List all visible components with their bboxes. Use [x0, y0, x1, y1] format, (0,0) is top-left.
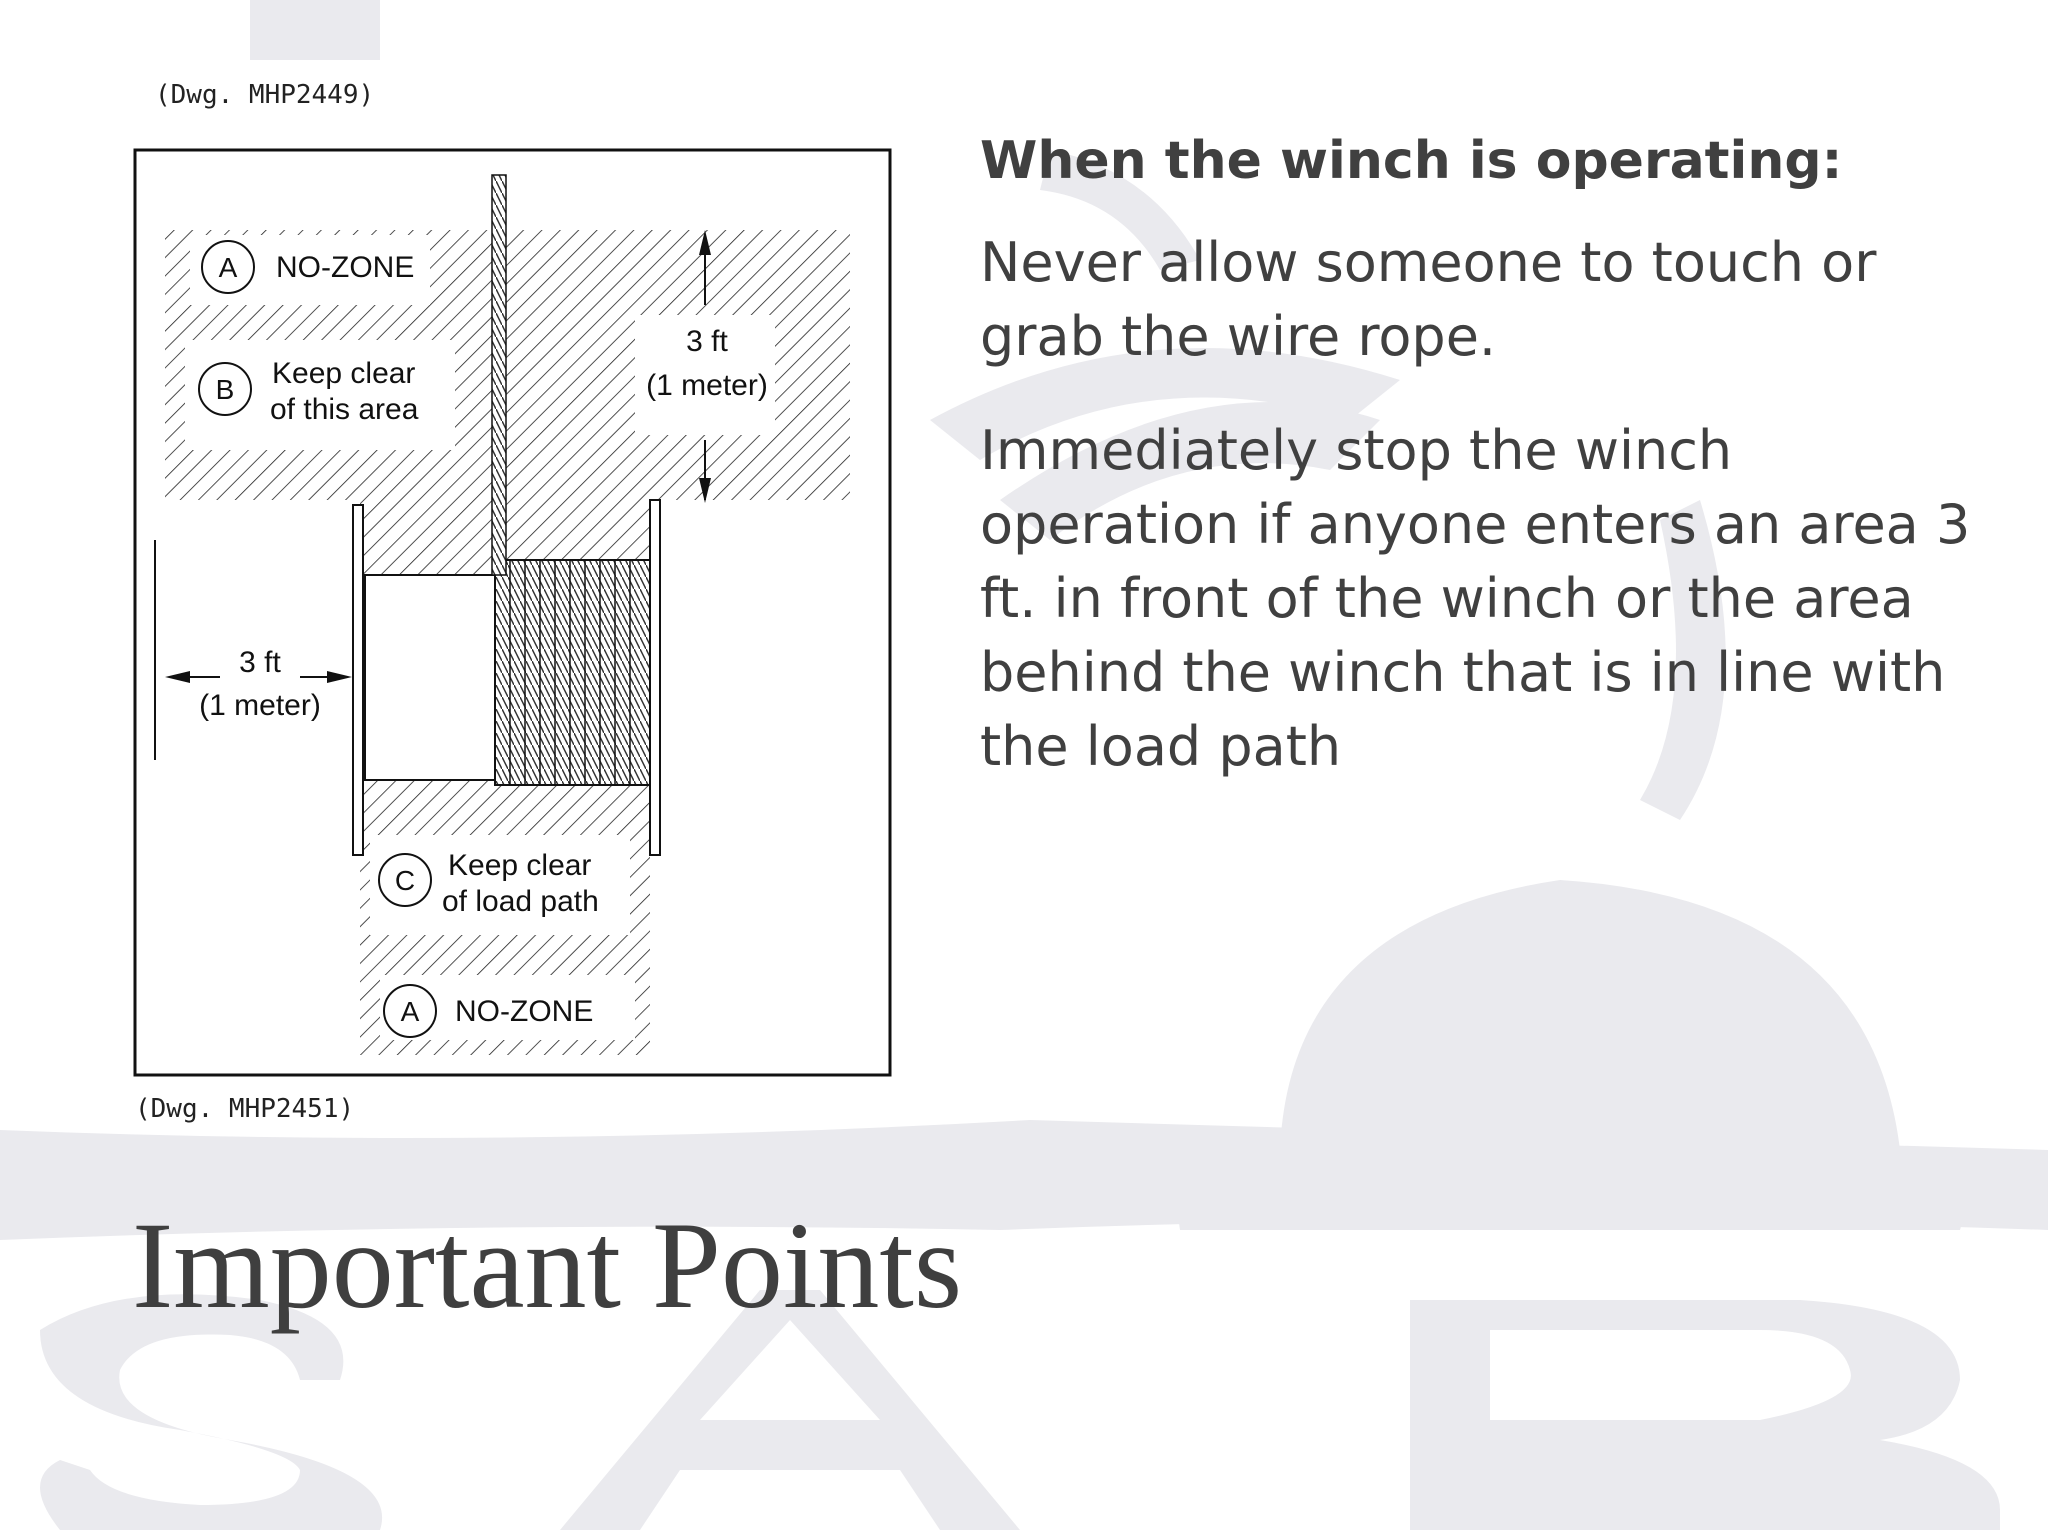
wire-rope [491, 174, 507, 576]
down-arrowhead [699, 478, 711, 503]
top-distance-line1: 3 ft [686, 325, 728, 358]
left-arrowhead [165, 671, 190, 683]
instruction-paragraph-2: Immediately stop the winch operation if … [980, 419, 1971, 779]
up-arrowhead [699, 230, 711, 255]
keep-clear-area-line2: of this area [270, 393, 419, 426]
keep-clear-path-line2: of load path [442, 885, 599, 918]
left-distance-line1: 3 ft [239, 646, 281, 679]
no-zone-top-label: NO-ZONE [276, 251, 414, 284]
drawing-reference-top: (Dwg. MHP2449) [155, 80, 375, 110]
instruction-paragraph-1: Never allow someone to touch or grab the… [980, 231, 1877, 369]
circle-c [378, 853, 432, 907]
left-flange [352, 504, 364, 856]
circle-a-top-label: A [219, 252, 238, 283]
right-flange [649, 499, 661, 856]
instructions-panel: When the winch is operating: Never allow… [980, 130, 1990, 824]
drawing-reference-bottom: (Dwg. MHP2451) [135, 1094, 355, 1124]
instructions-heading: When the winch is operating: [980, 131, 1843, 191]
keep-clear-path-line1: Keep clear [448, 849, 591, 882]
wound-rope [494, 559, 651, 786]
slide-title: Important Points [132, 1197, 963, 1334]
circle-b-label: B [216, 374, 235, 405]
no-zone-bottom-label: NO-ZONE [455, 995, 593, 1028]
circle-a-bottom [383, 984, 437, 1038]
left-distance-line2: (1 meter) [199, 689, 321, 722]
rope-coils [509, 560, 631, 785]
top-distance-line2: (1 meter) [646, 369, 768, 402]
circle-a-bottom-label: A [401, 996, 420, 1027]
winch-safety-zone-diagram: A B C A NO-ZONE Keep clear of this area … [133, 148, 892, 1077]
right-arrowhead [327, 671, 352, 683]
circle-a-top [201, 240, 255, 294]
keep-clear-area-line1: Keep clear [272, 357, 415, 390]
circle-b [198, 362, 252, 416]
circle-c-label: C [395, 865, 415, 896]
